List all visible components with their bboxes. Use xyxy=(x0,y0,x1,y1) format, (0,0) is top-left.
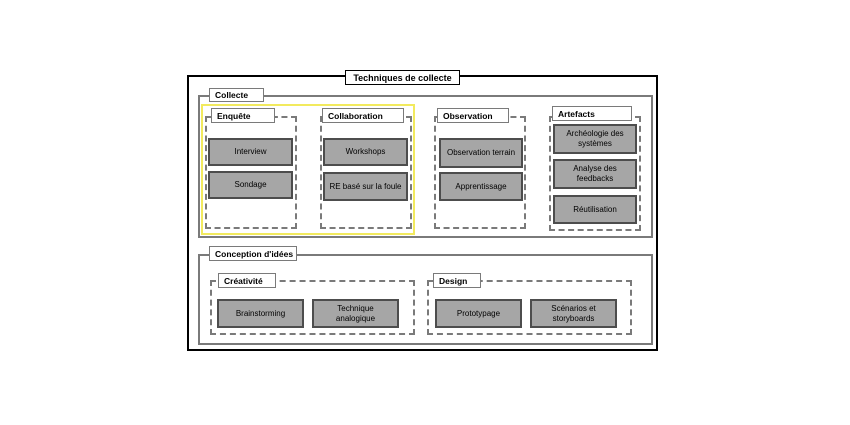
design-label: Design xyxy=(433,273,481,288)
artefacts-label: Artefacts xyxy=(552,106,632,121)
observation-label: Observation xyxy=(437,108,509,123)
workshops-node: Workshops xyxy=(323,138,408,166)
interview-node: Interview xyxy=(208,138,293,166)
collecte-label: Collecte xyxy=(209,88,264,102)
prototypage-node: Prototypage xyxy=(435,299,522,328)
collaboration-label: Collaboration xyxy=(322,108,404,123)
technique-analogique-node: Technique analogique xyxy=(312,299,399,328)
highlight-box xyxy=(201,104,415,235)
reutilisation-node: Réutilisation xyxy=(553,195,637,224)
design-group xyxy=(427,280,632,335)
analyse-feedbacks-node: Analyse des feedbacks xyxy=(553,159,637,189)
diagram-title: Techniques de collecte xyxy=(345,70,460,85)
sondage-node: Sondage xyxy=(208,171,293,199)
creativite-group xyxy=(210,280,415,335)
conception-label: Conception d'idées xyxy=(209,246,297,261)
creativite-label: Créativité xyxy=(218,273,276,288)
brainstorming-node: Brainstorming xyxy=(217,299,304,328)
observation-terrain-node: Observation terrain xyxy=(439,138,523,168)
re-foule-node: RE basé sur la foule xyxy=(323,172,408,201)
enquete-label: Enquête xyxy=(211,108,275,123)
archeologie-node: Archéologie des systèmes xyxy=(553,124,637,154)
scenarios-storyboards-node: Scénarios et storyboards xyxy=(530,299,617,328)
apprentissage-node: Apprentissage xyxy=(439,172,523,201)
